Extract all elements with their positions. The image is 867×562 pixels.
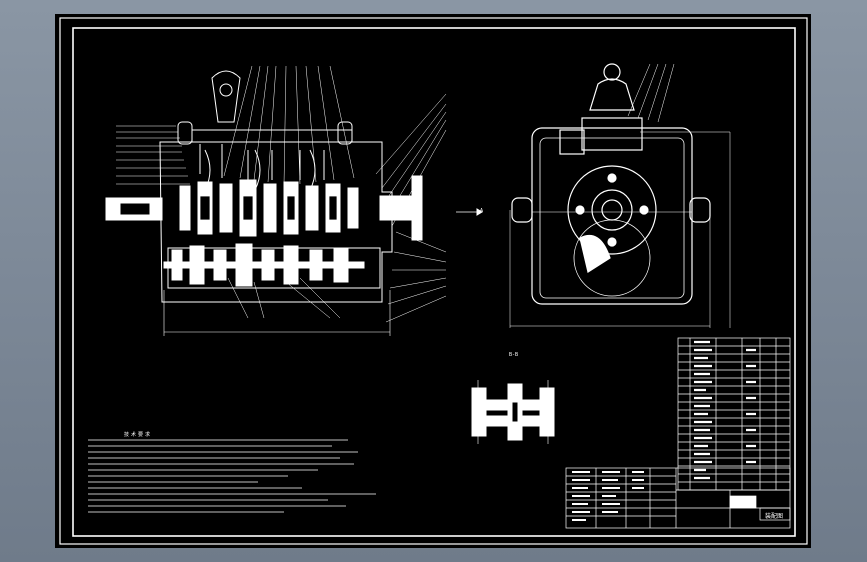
mount-right xyxy=(689,197,711,223)
output-flange xyxy=(411,175,423,241)
side-shift-lever xyxy=(589,78,635,111)
cad-viewport[interactable] xyxy=(55,14,811,548)
title-block xyxy=(565,467,791,529)
mount-left xyxy=(511,197,533,223)
outer-border xyxy=(59,17,808,545)
side-top-cover xyxy=(581,117,643,151)
main-section-view xyxy=(105,65,483,336)
side-flange xyxy=(567,165,657,255)
technical-notes-title: 技术要求 xyxy=(124,432,153,438)
section-label: B-B xyxy=(509,352,519,358)
output-shaft xyxy=(379,195,415,221)
technical-notes xyxy=(88,439,376,513)
gearbox-housing xyxy=(159,141,393,303)
drawing-number: 装配图 xyxy=(765,513,784,520)
view-arrow-label: A xyxy=(480,208,484,214)
inner-border xyxy=(72,27,796,537)
shift-lever-housing xyxy=(211,70,241,123)
side-view xyxy=(509,63,731,328)
parts-list xyxy=(677,337,791,491)
side-housing xyxy=(531,127,693,305)
section-b-b xyxy=(471,380,555,444)
shift-lever-ball xyxy=(219,83,233,97)
